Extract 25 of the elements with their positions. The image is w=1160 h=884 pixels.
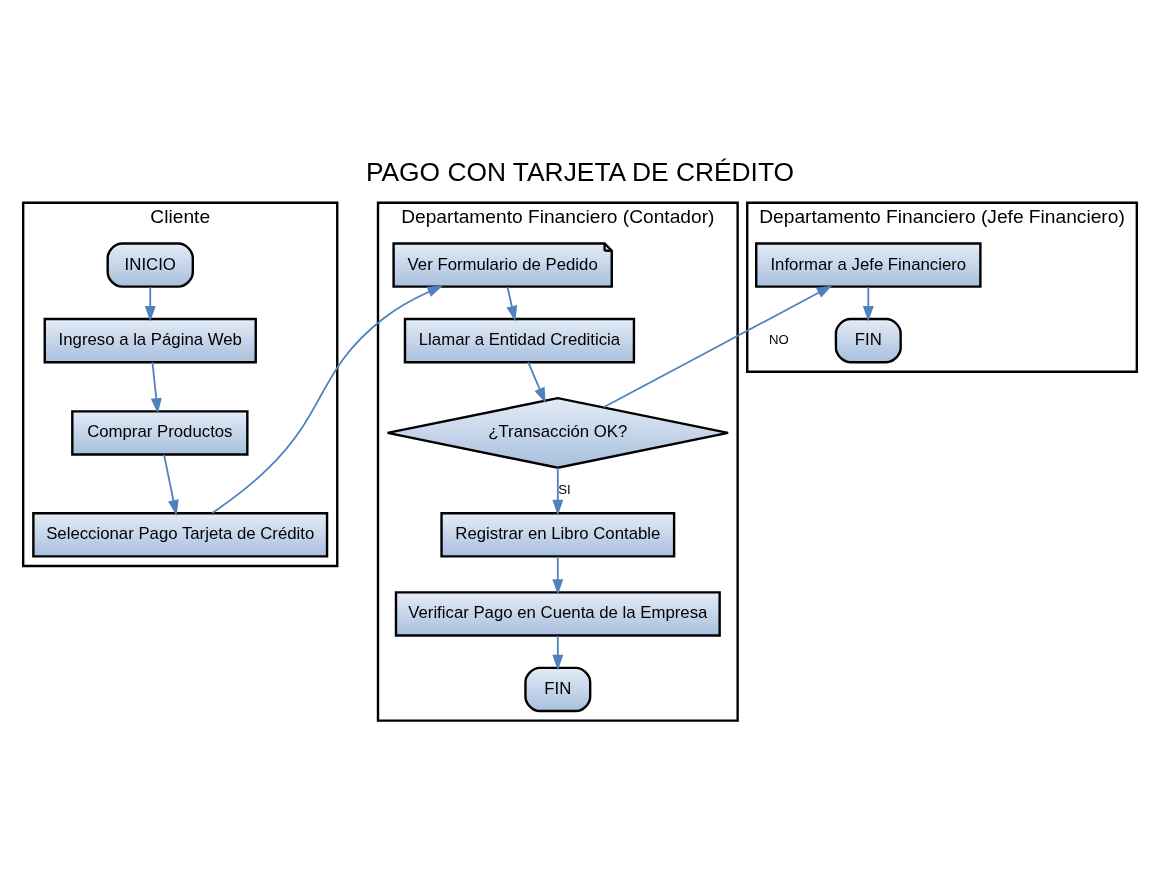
node-box: FIN	[834, 317, 902, 363]
node-box: Informar a Jefe Financiero	[755, 241, 982, 288]
node-diamond: ¿Transacción OK?	[386, 396, 730, 469]
arrow	[552, 634, 564, 670]
diagram-title: PAGO CON TARJETA DE CRÉDITO	[365, 156, 795, 187]
node-box: Registrar en Libro Contable	[440, 511, 676, 558]
arrow	[552, 555, 564, 595]
node-box: INICIO	[106, 241, 194, 288]
arrow	[211, 285, 444, 514]
arrow	[602, 284, 833, 408]
edge-label: NO	[769, 331, 789, 347]
node-box: Verificar Pago en Cuenta de la Empresa	[394, 590, 721, 637]
arrow	[163, 453, 179, 516]
arrow	[527, 360, 546, 403]
node-box: Seleccionar Pago Tarjeta de Crédito	[32, 511, 329, 558]
arrow	[144, 285, 156, 322]
arrow	[552, 466, 564, 515]
arrow	[862, 285, 874, 322]
node-box: Ingreso a la Página Web	[43, 317, 257, 363]
arrow	[506, 285, 518, 321]
node-box: Llamar a Entidad Crediticia	[403, 317, 636, 363]
node-box: Comprar Productos	[71, 409, 249, 456]
node-box: FIN	[524, 666, 592, 712]
arrow	[150, 360, 162, 414]
edge-label: SI	[558, 481, 571, 497]
